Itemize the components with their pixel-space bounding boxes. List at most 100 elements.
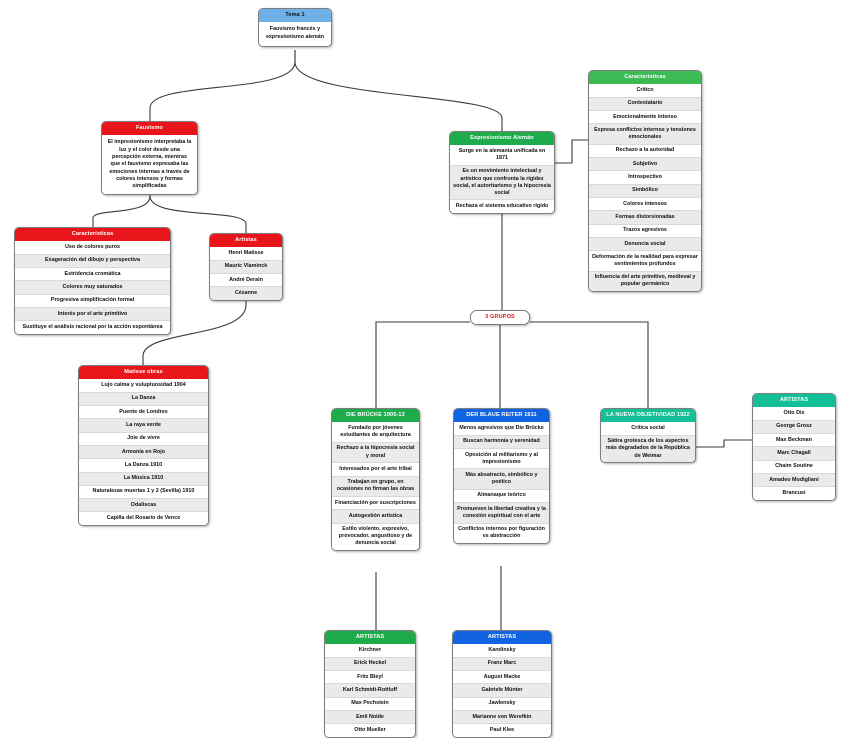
list-item: Más absatracto, simbólico y poético bbox=[454, 468, 549, 489]
list-item: Capilla del Rosario de Vence bbox=[79, 511, 208, 525]
list-item: Mauric Vlaminck bbox=[210, 259, 282, 273]
list-item: Marc Chagall bbox=[753, 446, 835, 460]
list-item: Trabajan en grupo, en ocasiones no firma… bbox=[332, 475, 419, 496]
list-item: Contestatario bbox=[589, 96, 701, 110]
node-der-blaue-reiter[interactable]: DER BLAUE REITER 1911 Menos agresivos qu… bbox=[453, 408, 550, 545]
fauvismo-header: Fauvismo bbox=[102, 122, 197, 136]
fauvismo-artistas-header: Artistas bbox=[210, 234, 282, 248]
list-item: Colores muy saturados bbox=[15, 280, 170, 294]
list-item: La Danza bbox=[79, 391, 208, 405]
list-item: Promueven la libertad creativa y la cone… bbox=[454, 502, 549, 523]
list-item: Estridencia cromática bbox=[15, 266, 170, 281]
list-item: Rechazo a la hipocresía social y moral bbox=[332, 441, 419, 463]
list-item: Interés por el arte primitivo bbox=[15, 306, 170, 321]
list-item: Kandinsky bbox=[453, 644, 551, 657]
list-item: Max Pechstein bbox=[325, 696, 415, 710]
list-item: Financiación por suscripciones bbox=[332, 495, 419, 510]
link-grupos-brucke bbox=[375, 321, 470, 408]
die-brucke-artistas-header: ARTISTAS bbox=[325, 631, 415, 645]
list-item: Chaim Soutine bbox=[753, 459, 835, 473]
list-item: Deformación de la realidad para expresar… bbox=[589, 250, 701, 271]
list-item: George Grosz bbox=[753, 419, 835, 433]
fauvismo-body: El impresionismo interpretaba la luz y e… bbox=[102, 135, 197, 195]
node-matisse-obras[interactable]: Matisse obras Lujo calma y vuluptuosidad… bbox=[78, 365, 209, 526]
matisse-obras-header: Matisse obras bbox=[79, 366, 208, 380]
list-item: Fundado por jóvenes estudiantes de arqui… bbox=[332, 422, 419, 442]
link-expresionismo-caracteristicas bbox=[555, 139, 588, 164]
list-item: Otto Mueller bbox=[325, 723, 415, 737]
list-item: Subjetivo bbox=[589, 157, 701, 171]
list-item: Surge en la alemania unificada en 1871 bbox=[450, 145, 554, 165]
list-item: Marianne von Werefkin bbox=[453, 709, 551, 724]
list-item: Introspectivo bbox=[589, 170, 701, 184]
node-fauvismo[interactable]: Fauvismo El impresionismo interpretaba l… bbox=[101, 121, 198, 196]
list-item: Paul Klee bbox=[453, 723, 551, 737]
list-item: Crítico bbox=[589, 84, 701, 97]
list-item: Formas distorsionadas bbox=[589, 210, 701, 224]
node-expresionismo[interactable]: Expresionismo Alemán Surge en la alemani… bbox=[449, 131, 555, 214]
list-item: Emil Nolde bbox=[325, 709, 415, 724]
list-item: Odaliscas bbox=[79, 498, 208, 512]
list-item: Progresiva simplificación formal bbox=[15, 293, 170, 307]
list-item: Conflictos internos por figuración vs ab… bbox=[454, 522, 549, 544]
la-nueva-objetividad-artistas-header: ARTISTAS bbox=[753, 394, 835, 408]
list-item: Exageración del dibujo y perspectiva bbox=[15, 253, 170, 267]
list-item: Gabriele Münter bbox=[453, 683, 551, 697]
list-item: Fritz Bleyl bbox=[325, 669, 415, 684]
list-item: La Danza 1910 bbox=[79, 458, 208, 472]
link-root-expresionismo bbox=[294, 50, 503, 131]
list-item: Emocionalmente intenso bbox=[589, 109, 701, 124]
list-item: Expresa conflictos internos y tensiones … bbox=[589, 123, 701, 144]
node-3-grupos[interactable]: 3 GRUPOS bbox=[470, 310, 530, 325]
list-item: Rechazo a la autoridad bbox=[589, 143, 701, 158]
list-item: Henri Matisse bbox=[210, 247, 282, 260]
grupos-label: 3 GRUPOS bbox=[471, 311, 529, 324]
list-item: Amadeo Modigliani bbox=[753, 472, 835, 487]
fauvismo-caracteristicas-header: Características bbox=[15, 228, 170, 242]
list-item: Sátira grotesca de los aspectos más degr… bbox=[601, 434, 695, 463]
list-item: Es un movimiento intelectual y artístico… bbox=[450, 164, 554, 200]
list-item: Brancusi bbox=[753, 486, 835, 500]
link-grupos-nueva bbox=[530, 321, 649, 408]
node-root[interactable]: Tema 1 Fauvismo francés y expresionismo … bbox=[258, 8, 332, 47]
node-la-nueva-objetividad[interactable]: LA NUEVA OBJETIVIDAD 1922 Crítica social… bbox=[600, 408, 696, 464]
list-item: Lujo calma y vuluptuosidad 1904 bbox=[79, 379, 208, 392]
list-item: August Macke bbox=[453, 669, 551, 684]
list-item: Estilo violento, expresivo, provocador, … bbox=[332, 522, 419, 551]
list-item: Trazos agresivos bbox=[589, 223, 701, 237]
root-header: Tema 1 bbox=[259, 9, 331, 23]
node-die-brucke[interactable]: DIE BRÜCKE 1905-13 Fundado por jóvenes e… bbox=[331, 408, 420, 552]
list-item: Almanaque teórico bbox=[454, 488, 549, 503]
root-body: Fauvismo francés y expresionismo alemán bbox=[259, 22, 331, 46]
list-item: Otto Dix bbox=[753, 407, 835, 420]
list-item: Kirchner bbox=[325, 644, 415, 657]
list-item: Rechaza el sistema educativo rígido bbox=[450, 199, 554, 213]
link-nueva-artistas bbox=[696, 439, 752, 448]
der-blaue-reiter-artistas-header: ARTISTAS bbox=[453, 631, 551, 645]
list-item: Sustituye el análisis racional por la ac… bbox=[15, 320, 170, 334]
expresionismo-caracteristicas-header: Características bbox=[589, 71, 701, 85]
list-item: La raya verde bbox=[79, 418, 208, 432]
list-item: Joie de vivre bbox=[79, 431, 208, 445]
list-item: Puente de Londres bbox=[79, 404, 208, 419]
list-item: Max Beckman bbox=[753, 432, 835, 447]
list-item: André Derain bbox=[210, 272, 282, 287]
list-item: Denuncia social bbox=[589, 236, 701, 251]
list-item: Oposición al militarismo y al impresioni… bbox=[454, 447, 549, 469]
list-item: Influencia del arte primitivo, medieval … bbox=[589, 270, 701, 292]
